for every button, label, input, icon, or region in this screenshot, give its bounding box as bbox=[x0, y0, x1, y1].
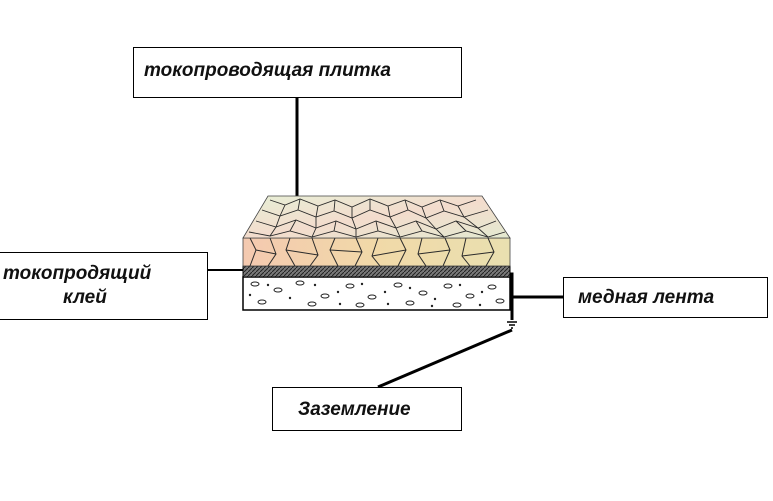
copper-tape-label: медная лента bbox=[578, 287, 715, 308]
ground-label-box: Заземление bbox=[272, 387, 462, 431]
tile-top-surface bbox=[242, 195, 511, 239]
base-layer bbox=[242, 276, 511, 311]
ground-label: Заземление bbox=[298, 399, 411, 420]
glue-label-line2: клей bbox=[63, 286, 107, 308]
glue-layer bbox=[242, 265, 511, 278]
ground-symbol-icon bbox=[507, 321, 517, 329]
tile-label: токопроводящая плитка bbox=[144, 60, 391, 81]
ground-connector-line bbox=[377, 328, 513, 389]
glue-label-line1: токопродящий bbox=[3, 263, 152, 284]
copper-tape-label-box: медная лента bbox=[563, 277, 768, 318]
glue-label-box: токопродящий клей bbox=[0, 252, 208, 320]
tile-label-box: токопроводящая плитка bbox=[133, 47, 462, 98]
tile-front-face bbox=[242, 237, 511, 267]
